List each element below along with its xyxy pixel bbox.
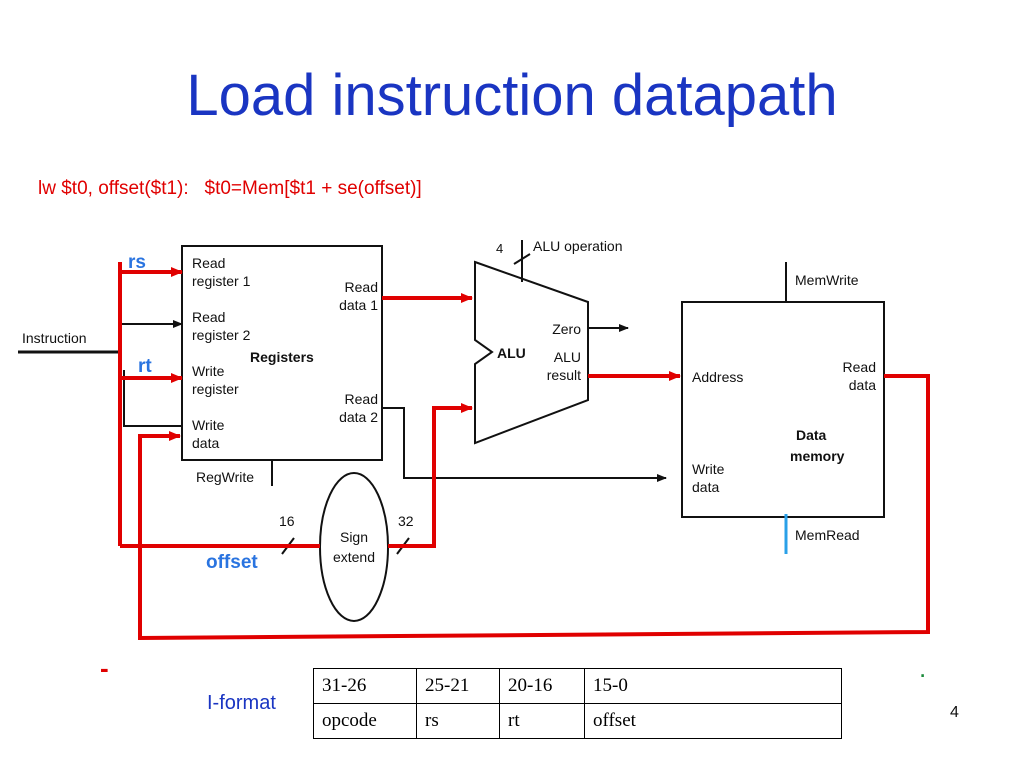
svg-text:Address: Address (692, 369, 743, 385)
svg-text:Instruction: Instruction (22, 330, 87, 346)
sign-extend-in-bits: 16 (279, 513, 295, 529)
table-cell: rs (416, 703, 500, 739)
svg-text:data: data (849, 377, 876, 393)
svg-text:RegWrite: RegWrite (196, 469, 254, 485)
read-data-2-label-2: data 2 (339, 409, 378, 425)
svg-text:data 1: data 1 (339, 297, 378, 313)
svg-text:Zero: Zero (552, 321, 581, 337)
memory-write-data-label-2: data (692, 479, 719, 495)
table-cell: rt (499, 703, 585, 739)
write-register-label-2: register (192, 381, 239, 397)
table-header-cell: 31-26 (313, 668, 417, 704)
svg-text:register: register (192, 381, 239, 397)
memory-address-label: Address (692, 369, 743, 385)
registers-block: Read register 1 Read register 2 Write re… (181, 245, 383, 486)
alu-result-label: ALU (554, 349, 581, 365)
table-cell: opcode (313, 703, 417, 739)
sign-extend-block: Sign extend 16 32 (279, 472, 414, 622)
svg-text:result: result (547, 367, 581, 383)
read-register-1-label: Read (192, 255, 225, 271)
red-writeback-wire (138, 374, 930, 641)
sign-extend-title-2: extend (333, 549, 375, 565)
svg-text:4: 4 (496, 241, 503, 256)
alu-operation-bits: 4 (496, 241, 503, 256)
svg-text:32: 32 (398, 513, 414, 529)
table-cell: offset (584, 703, 842, 739)
dash-mark: - (100, 653, 109, 683)
svg-text:Registers: Registers (250, 349, 314, 365)
highlighted-path (118, 262, 930, 641)
svg-text:data: data (692, 479, 719, 495)
registers-title: Registers (250, 349, 314, 365)
alu-block: ALU Zero ALU result ALU operation 4 (474, 238, 629, 445)
svg-text:Read: Read (843, 359, 876, 375)
black-wires (120, 320, 667, 482)
svg-text:MemWrite: MemWrite (795, 272, 859, 288)
svg-text:ALU operation: ALU operation (533, 238, 623, 254)
data-memory-title: Data (796, 427, 827, 443)
read-register-2-label: Read (192, 309, 225, 325)
table-header-cell: 20-16 (499, 668, 585, 704)
svg-text:Read: Read (345, 391, 378, 407)
sign-extend-out-bits: 32 (398, 513, 414, 529)
svg-text:Write: Write (192, 417, 225, 433)
rs-annotation: rs (128, 252, 146, 273)
read-data-1-label-2: data 1 (339, 297, 378, 313)
sign-extend-title: Sign (340, 529, 368, 545)
read-data-2-label: Read (345, 391, 378, 407)
instruction-subtitle: lw $t0, offset($t1): $t0=Mem[$t1 + se(of… (38, 178, 422, 199)
read-register-2-label-2: register 2 (192, 327, 251, 343)
table-header-cell: 25-21 (416, 668, 500, 704)
regwrite-label: RegWrite (196, 469, 254, 485)
rt-annotation: rt (138, 356, 152, 377)
svg-text:16: 16 (279, 513, 295, 529)
svg-text:register 1: register 1 (192, 273, 251, 289)
iformat-table: 31-26 25-21 20-16 15-0 opcode rs rt offs… (313, 668, 842, 739)
write-register-label: Write (192, 363, 225, 379)
svg-text:Sign: Sign (340, 529, 368, 545)
memwrite-label: MemWrite (795, 272, 859, 288)
svg-text:register 2: register 2 (192, 327, 251, 343)
memory-read-data-label: Read (843, 359, 876, 375)
svg-text:memory: memory (790, 448, 845, 464)
svg-text:MemRead: MemRead (795, 527, 860, 543)
svg-text:ALU: ALU (554, 349, 581, 365)
instruction-input: Instruction (18, 330, 120, 354)
dot-mark: . (919, 653, 927, 683)
svg-text:Read: Read (192, 309, 225, 325)
read-register-1-label-2: register 1 (192, 273, 251, 289)
page-number: 4 (950, 704, 959, 721)
table-row: 31-26 25-21 20-16 15-0 (313, 668, 842, 704)
alu-operation-label: ALU operation (533, 238, 623, 254)
data-memory-block: Address Write data Read data Data memory… (681, 262, 885, 554)
offset-annotation: offset (206, 552, 258, 573)
iformat-label: I-format (207, 692, 276, 714)
write-data-label-2: data (192, 435, 219, 451)
table-row: opcode rs rt offset (313, 703, 842, 739)
svg-text:Data: Data (796, 427, 827, 443)
alu-title: ALU (497, 345, 526, 361)
alu-zero-label: Zero (552, 321, 581, 337)
svg-text:ALU: ALU (497, 345, 526, 361)
svg-text:extend: extend (333, 549, 375, 565)
svg-text:data: data (192, 435, 219, 451)
red-sign-extend-output (388, 403, 473, 548)
alu-result-label-2: result (547, 367, 581, 383)
data-memory-title-2: memory (790, 448, 845, 464)
svg-text:data 2: data 2 (339, 409, 378, 425)
svg-text:Read: Read (192, 255, 225, 271)
memread-label: MemRead (795, 527, 860, 543)
instruction-label: Instruction (22, 330, 87, 346)
svg-text:Read: Read (345, 279, 378, 295)
read-data-1-label: Read (345, 279, 378, 295)
svg-text:Write: Write (192, 363, 225, 379)
svg-text:Write: Write (692, 461, 725, 477)
write-data-label: Write (192, 417, 225, 433)
alu-operation-slash (513, 253, 531, 265)
table-header-cell: 15-0 (584, 668, 842, 704)
memory-read-data-label-2: data (849, 377, 876, 393)
slide-title: Load instruction datapath (186, 63, 838, 128)
memory-write-data-label: Write (692, 461, 725, 477)
